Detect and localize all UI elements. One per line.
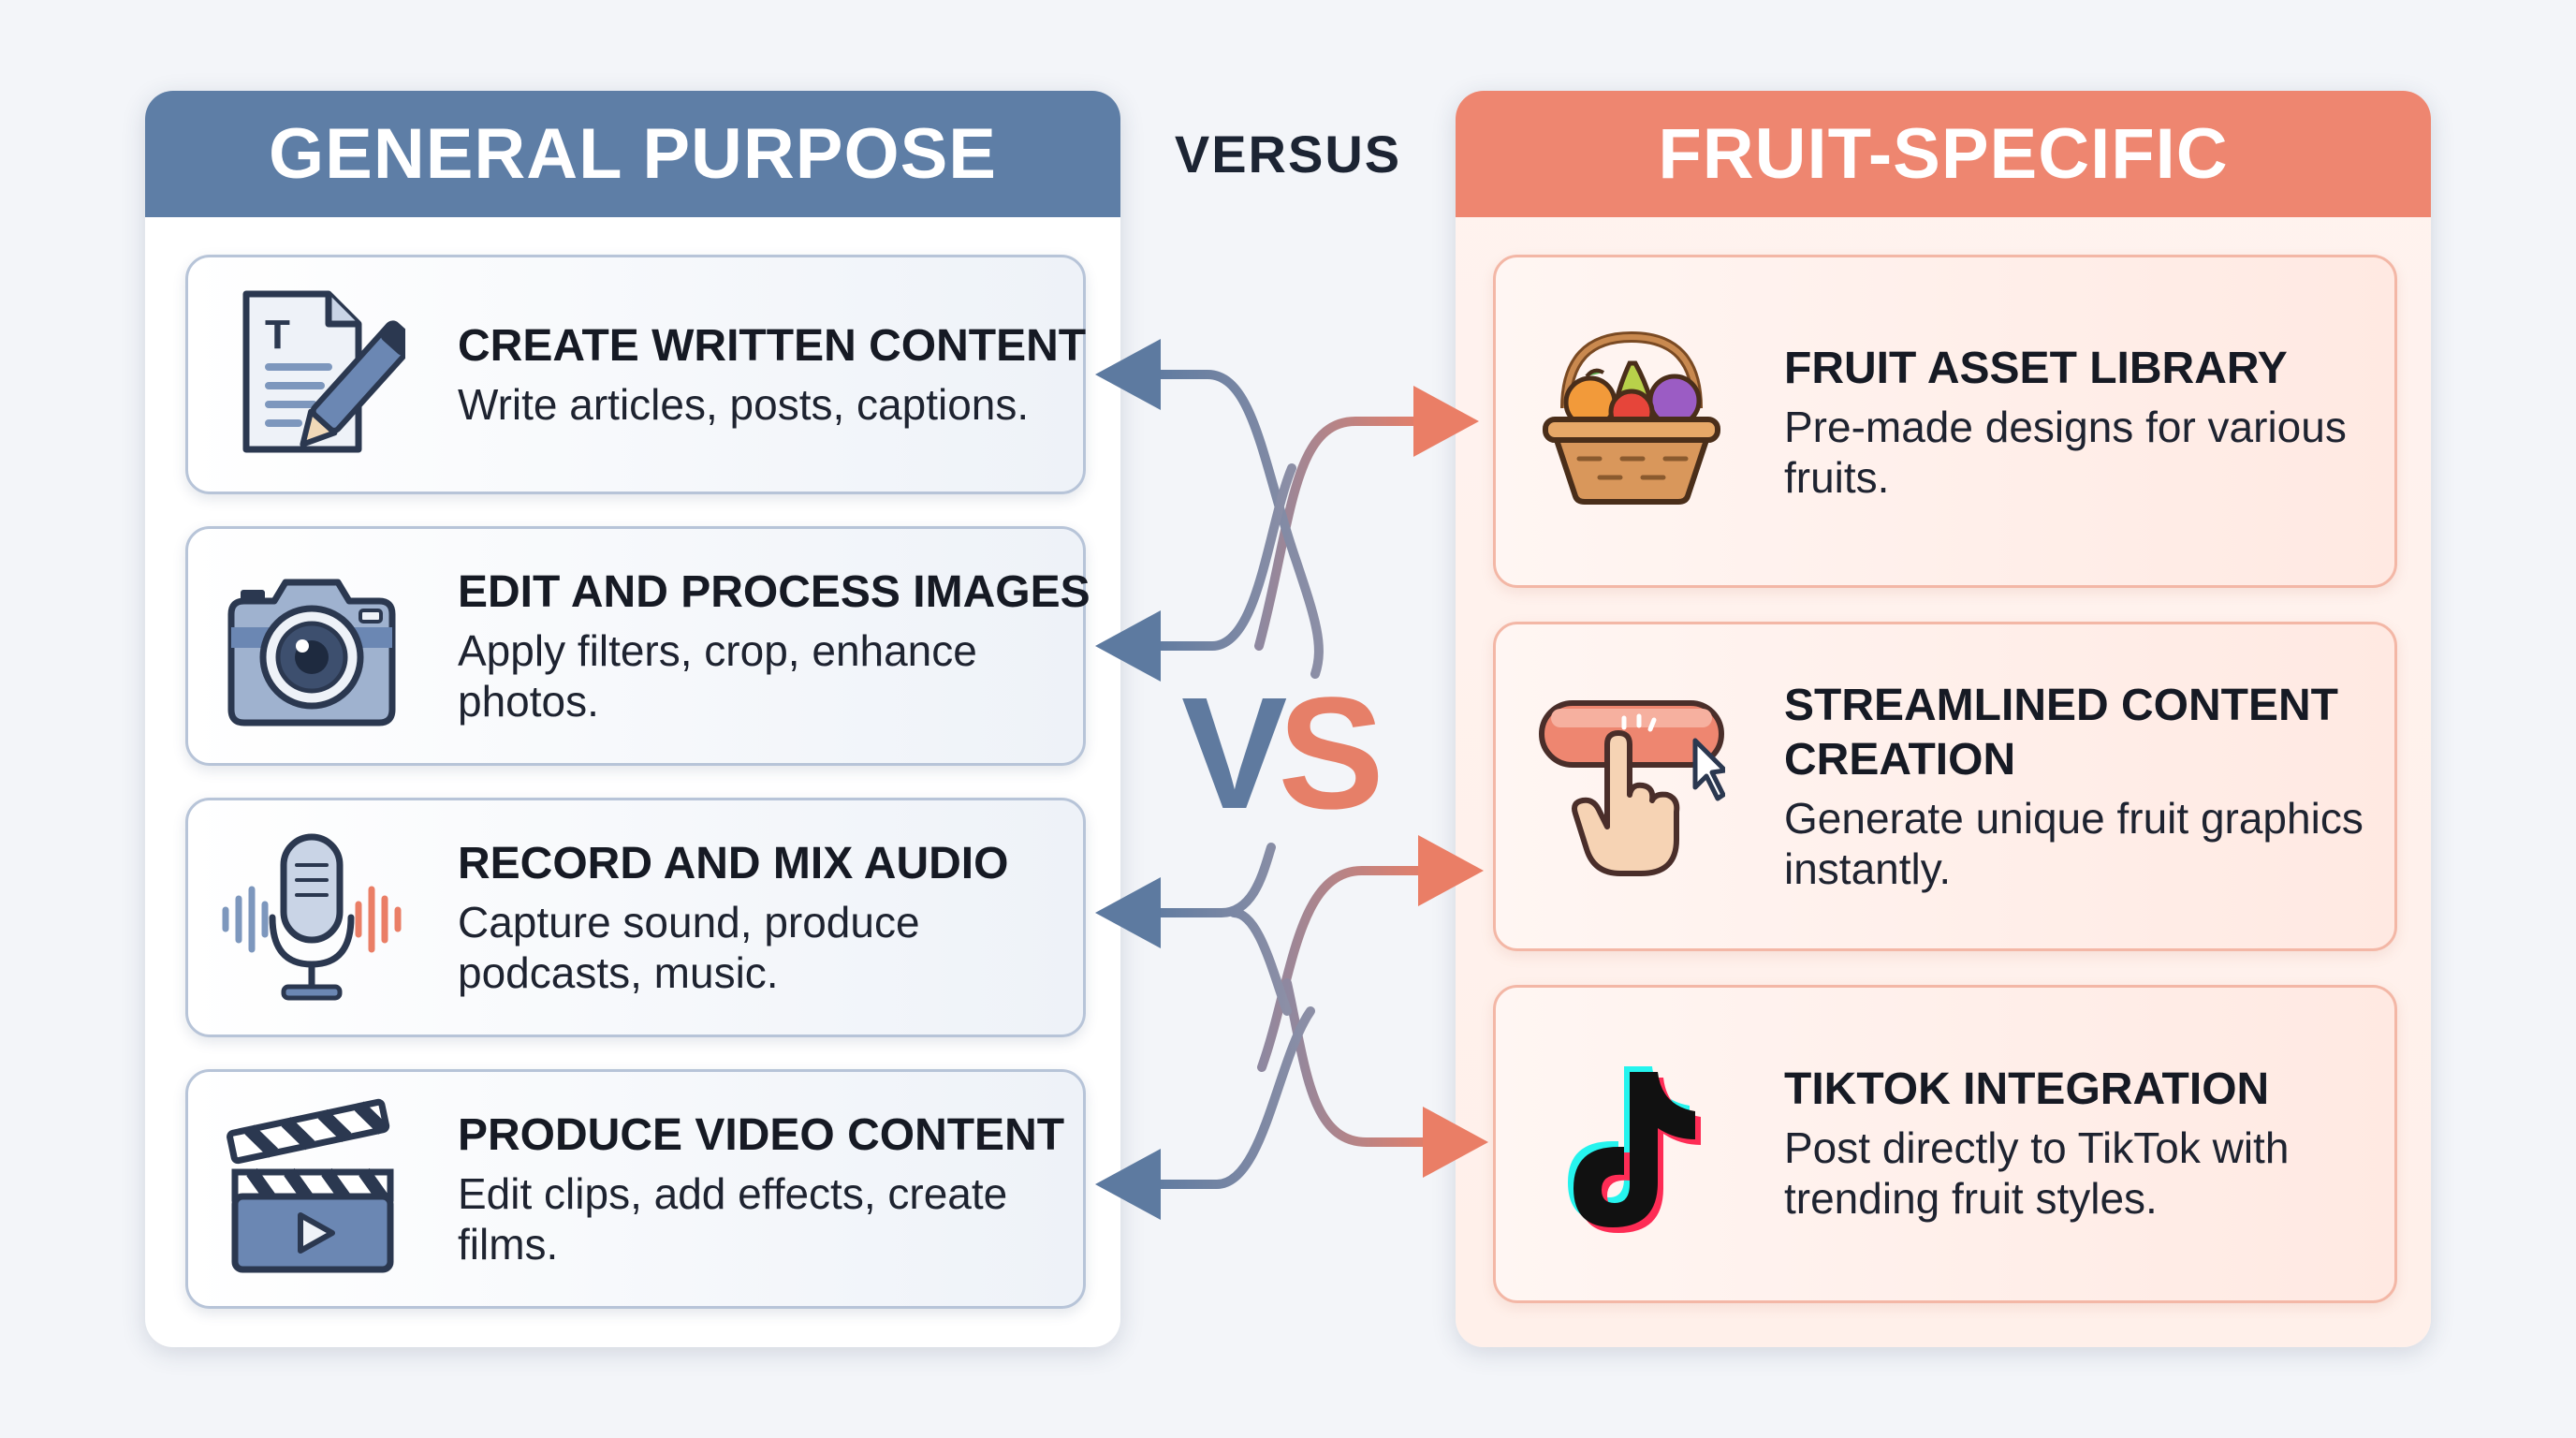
vs-mark: VS — [1181, 674, 1406, 833]
card-streamlined-content-creation: STREAMLINED CONTENT CREATION Generate un… — [1493, 622, 2397, 951]
card-description: Edit clips, add effects, create films. — [458, 1169, 1008, 1269]
connector-to-video — [1139, 1006, 1315, 1189]
arrowhead-images — [1095, 610, 1161, 682]
card-text: PRODUCE VIDEO CONTENT Edit clips, add ef… — [458, 1108, 1094, 1269]
card-text: TIKTOK INTEGRATION Post directly to TikT… — [1784, 1063, 2383, 1224]
tiktok-icon — [1538, 1053, 1725, 1240]
card-record-mix-audio: RECORD AND MIX AUDIO Capture sound, prod… — [185, 798, 1086, 1037]
card-title: STREAMLINED CONTENT CREATION — [1784, 681, 2338, 785]
microphone-icon — [218, 824, 405, 1011]
fruit-basket-icon — [1538, 318, 1725, 506]
svg-text:T: T — [265, 312, 290, 358]
card-produce-video-content: PRODUCE VIDEO CONTENT Edit clips, add ef… — [185, 1069, 1086, 1309]
click-button-icon — [1538, 690, 1728, 877]
card-create-written-content: T CREATE WRITTEN CONTENT Write articles,… — [185, 255, 1086, 494]
card-description: Generate unique fruit graphics instantly… — [1784, 794, 2364, 893]
camera-icon — [218, 552, 405, 740]
versus-label: VERSUS — [1174, 125, 1402, 183]
connector-to-tiktok — [1282, 978, 1446, 1147]
card-fruit-asset-library: FRUIT ASSET LIBRARY Pre-made designs for… — [1493, 255, 2397, 588]
arrowhead-asset-library — [1413, 386, 1479, 457]
vs-letter-v: V — [1181, 665, 1287, 843]
card-text: RECORD AND MIX AUDIO Capture sound, prod… — [458, 837, 1094, 998]
fruit-specific-header: FRUIT-SPECIFIC — [1456, 91, 2431, 217]
card-edit-process-images: EDIT AND PROCESS IMAGES Apply filters, c… — [185, 526, 1090, 766]
clapperboard-icon — [218, 1095, 405, 1283]
general-purpose-header: GENERAL PURPOSE — [145, 91, 1120, 217]
document-pencil-icon: T — [218, 281, 417, 468]
card-description: Apply filters, crop, enhance photos. — [458, 626, 977, 726]
arrowhead-tiktok — [1423, 1107, 1488, 1178]
vs-letter-s: S — [1278, 665, 1383, 843]
card-title: CREATE WRITTEN CONTENT — [458, 321, 1087, 371]
card-description: Pre-made designs for various fruits. — [1784, 403, 2347, 502]
connector-to-asset-library — [1254, 417, 1437, 651]
card-title: RECORD AND MIX AUDIO — [458, 839, 1009, 888]
card-title: EDIT AND PROCESS IMAGES — [458, 567, 1090, 617]
connector-to-images — [1139, 463, 1296, 651]
connector-to-written-content — [1139, 370, 1324, 679]
connector-to-audio — [1139, 843, 1292, 1016]
connector-to-content-creation — [1257, 866, 1442, 1072]
card-description: Write articles, posts, captions. — [458, 380, 1030, 429]
card-title: PRODUCE VIDEO CONTENT — [458, 1110, 1065, 1160]
card-description: Post directly to TikTok with trending fr… — [1784, 1123, 2290, 1223]
arrowhead-audio — [1095, 877, 1161, 948]
card-description: Capture sound, produce podcasts, music. — [458, 898, 920, 997]
arrowhead-written-content — [1095, 339, 1161, 410]
card-tiktok-integration: TIKTOK INTEGRATION Post directly to TikT… — [1493, 985, 2397, 1303]
card-title: TIKTOK INTEGRATION — [1784, 1064, 2270, 1114]
card-title: FRUIT ASSET LIBRARY — [1784, 344, 2288, 393]
card-text: FRUIT ASSET LIBRARY Pre-made designs for… — [1784, 342, 2383, 503]
arrowhead-video — [1095, 1149, 1161, 1220]
card-text: EDIT AND PROCESS IMAGES Apply filters, c… — [458, 565, 1094, 726]
card-text: CREATE WRITTEN CONTENT Write articles, p… — [458, 319, 1094, 430]
card-text: STREAMLINED CONTENT CREATION Generate un… — [1784, 679, 2383, 894]
arrowhead-content-creation — [1418, 835, 1484, 906]
